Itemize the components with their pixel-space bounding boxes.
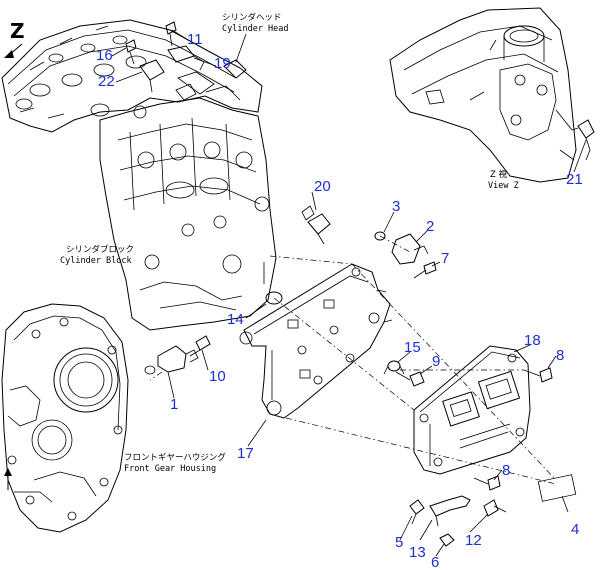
bracket-17-drawing [239, 263, 393, 419]
callout-3: 3 [392, 198, 400, 215]
cylinder-head-drawing [1, 19, 263, 133]
front-gear-housing-label-en: Front Gear Housing [124, 464, 216, 474]
callout-10: 10 [209, 368, 226, 385]
cylinder-block-label: シリンダブロック Cylinder Block [60, 244, 134, 266]
sensor-21-drawing [571, 119, 595, 161]
callout-9: 9 [432, 353, 440, 370]
cylinder-head-label: シリンダヘッド Cylinder Head [222, 12, 289, 63]
callout-1: 1 [170, 396, 178, 413]
bolt-5-drawing [409, 499, 425, 525]
view-z-drawing [389, 7, 577, 183]
bolt-8b-drawing [473, 475, 501, 491]
callout-16: 16 [96, 47, 113, 64]
part-callouts: 1 2 3 4 5 6 7 8 8 9 10 11 12 13 14 15 16… [96, 31, 583, 570]
cylinder-block-label-jp: シリンダブロック [66, 244, 134, 255]
view-z-letter: Z [10, 19, 25, 43]
callout-13: 13 [409, 544, 426, 561]
bolt-16-drawing [125, 39, 137, 65]
cylinder-head-label-jp: シリンダヘッド [222, 12, 282, 23]
sensor-1-drawing [144, 345, 199, 375]
bolt-12-drawing [483, 499, 507, 517]
callout-12: 12 [465, 532, 482, 549]
view-z-label-en: View Z [488, 181, 519, 191]
callout-8-lower: 8 [502, 462, 510, 479]
assembly-lines [149, 235, 557, 485]
sensor-2-drawing [391, 233, 429, 265]
view-z-label-jp: Z 視 [490, 169, 508, 180]
front-gear-housing-label-jp: フロントギヤーハウジング [124, 452, 226, 463]
sensor-20-drawing [301, 205, 331, 245]
front-gear-housing-drawing [1, 303, 129, 533]
bolt-8a-drawing [523, 367, 553, 383]
spacer-15-drawing [383, 360, 405, 375]
view-z-label: Z 視 View Z [488, 169, 519, 191]
view-arrow-icon [4, 50, 14, 58]
nut-6-drawing [439, 533, 455, 547]
callout-6: 6 [431, 554, 439, 570]
callout-14: 14 [227, 311, 244, 328]
callout-7: 7 [441, 250, 449, 267]
cylinder-block-drawing [99, 97, 277, 331]
callout-19: 19 [214, 55, 231, 72]
connector-drawing [175, 59, 247, 101]
callout-2: 2 [426, 218, 434, 235]
ecm-controller-drawing [413, 345, 531, 475]
front-gear-housing-label: フロントギヤーハウジング Front Gear Housing [124, 452, 226, 474]
o-ring-3-drawing [374, 231, 386, 241]
cylinder-head-label-en: Cylinder Head [222, 24, 289, 34]
callout-20: 20 [314, 178, 331, 195]
callout-15: 15 [404, 339, 421, 356]
ground-strap-13-drawing [429, 495, 471, 527]
bolt-10-drawing [189, 335, 211, 357]
cylinder-block-label-en: Cylinder Block [60, 256, 132, 266]
bolt-7-drawing [413, 261, 437, 279]
callout-5: 5 [395, 534, 403, 551]
callout-4: 4 [571, 521, 579, 538]
bolt-11-drawing [165, 21, 177, 47]
callout-11: 11 [187, 31, 203, 48]
callout-21: 21 [566, 171, 583, 188]
callout-17: 17 [237, 445, 254, 462]
bolt-9-drawing [395, 371, 425, 387]
leader-lines [111, 29, 587, 557]
view-z-marker: Z [4, 19, 25, 58]
callout-18: 18 [524, 332, 541, 349]
callout-8-upper: 8 [556, 347, 564, 364]
view-z-marker-bottom [4, 468, 53, 503]
label-4-drawing [537, 474, 577, 502]
sensor-22-drawing [139, 59, 165, 93]
callout-22: 22 [98, 73, 115, 90]
bushing-14-drawing [265, 291, 283, 305]
